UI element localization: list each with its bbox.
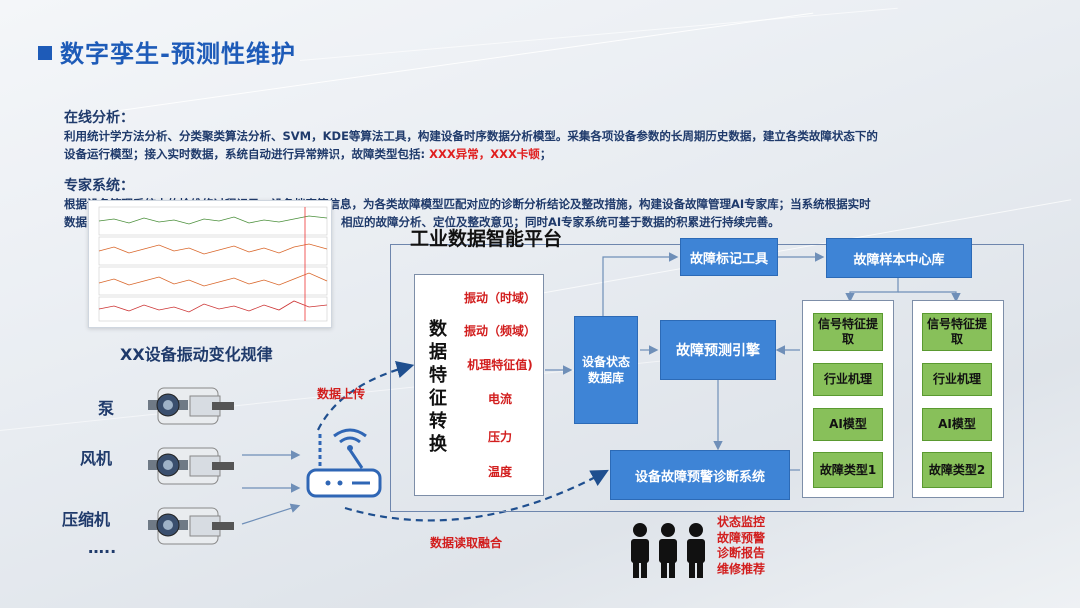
fault-mark-tool-box: 故障标记工具 xyxy=(680,238,778,276)
feature-temperature: 温度 xyxy=(487,465,512,479)
title-square-icon xyxy=(38,46,52,60)
state-database-box: 设备状态数据库 xyxy=(574,316,638,424)
col2-ai-model: AI模型 xyxy=(922,408,992,441)
platform-title: 工业数据智能平台 xyxy=(410,228,563,250)
fault-warning-system-box: 设备故障预警诊断系统 xyxy=(610,450,790,500)
online-analysis-line2: 设备运行模型；接入实时数据，系统自动进行异常辨识，故障类型包括: XXX异常，X… xyxy=(64,147,552,161)
col2-fault-type: 故障类型2 xyxy=(922,452,992,488)
equipment-label-pump: 泵 xyxy=(98,399,115,418)
online-analysis-section: 在线分析： 利用统计学方法分析、分类聚类算法分析、SVM，KDE等算法工具，构建… xyxy=(64,107,1024,163)
feature-conversion-title: 数 据 特 征 转 换 xyxy=(429,319,447,455)
vibration-chart-image xyxy=(88,200,332,328)
col1-industry-mechanism: 行业机理 xyxy=(813,363,883,396)
col1-ai-model: AI模型 xyxy=(813,408,883,441)
chart-caption: XX设备振动变化规律 xyxy=(120,345,273,364)
fault-predict-engine-box: 故障预测引擎 xyxy=(660,320,776,380)
col2-industry-mechanism: 行业机理 xyxy=(922,363,992,396)
feature-conversion-box xyxy=(414,274,544,496)
online-analysis-line1: 利用统计学方法分析、分类聚类算法分析、SVM，KDE等算法工具，构建设备时序数据… xyxy=(64,129,878,143)
output-diagnosis-report: 诊断报告 xyxy=(717,546,766,560)
page-title: 数字孪生-预测性维护 xyxy=(38,34,296,69)
online-analysis-heading: 在线分析： xyxy=(64,110,134,126)
router-icon xyxy=(306,428,382,498)
upload-label: 数据上传 xyxy=(317,387,366,401)
col2-signal-feature: 信号特征提取 xyxy=(922,313,992,351)
read-fusion-label: 数据读取融合 xyxy=(430,536,503,550)
vibration-chart-svg xyxy=(89,201,331,327)
output-status-monitor: 状态监控 xyxy=(717,515,766,529)
expert-system-heading: 专家系统： xyxy=(64,178,134,194)
feature-pressure: 压力 xyxy=(487,430,512,444)
feature-mechanism: 机理特征值) xyxy=(467,358,533,372)
output-fault-warning: 故障预警 xyxy=(717,530,766,545)
feature-current: 电流 xyxy=(487,392,512,406)
output-labels: 状态监控 故障预警 诊断报告 维修推荐 xyxy=(717,515,765,577)
col1-fault-type: 故障类型1 xyxy=(813,452,883,488)
fault-sample-library-box: 故障样本中心库 xyxy=(826,238,972,278)
feature-vibration-time: 振动（时域） xyxy=(463,291,536,305)
col1-signal-feature: 信号特征提取 xyxy=(813,313,883,351)
equipment-label-more: ….. xyxy=(88,538,117,557)
users-icon xyxy=(631,523,705,578)
expert-system-line2: 数据相应的故障分析、定位及整改意见；同时AI专家系统可基于数据的积累进行持续完善… xyxy=(64,215,780,229)
output-maintenance-recommend: 维修推荐 xyxy=(717,561,766,576)
equipment-label-compressor: 压缩机 xyxy=(62,510,111,529)
equipment-label-fan: 风机 xyxy=(80,449,113,468)
feature-vibration-freq: 振动（频域） xyxy=(463,324,536,338)
fault-types-highlight: XXX异常，XXX卡顿 xyxy=(429,147,540,161)
